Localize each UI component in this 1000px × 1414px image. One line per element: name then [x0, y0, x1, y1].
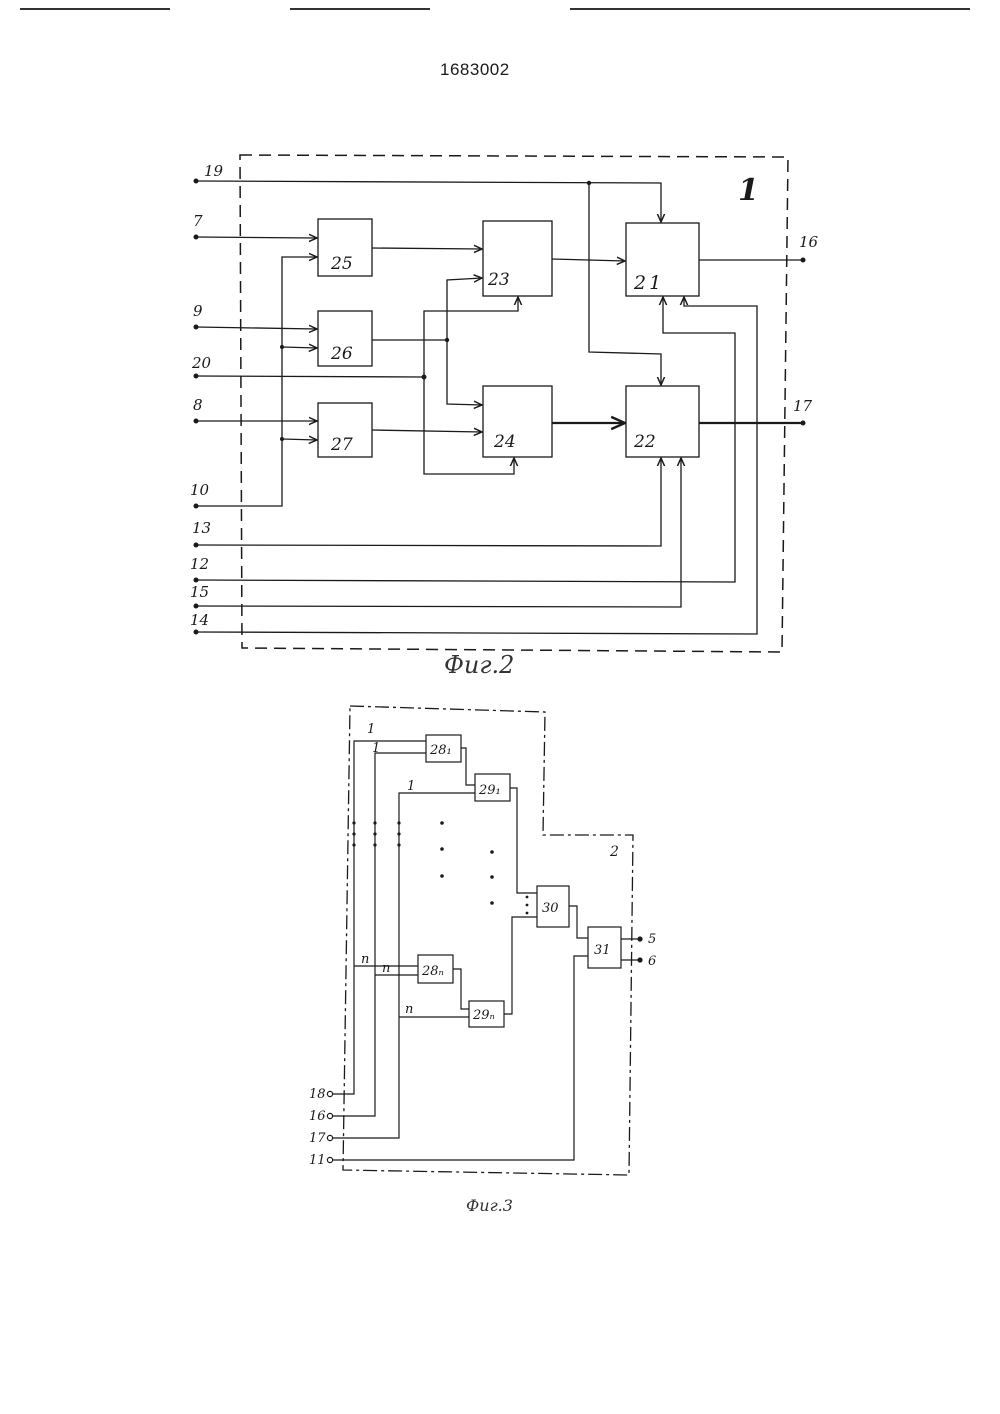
input-19-label: 19: [204, 162, 224, 180]
fig3-unit-label: 2: [609, 844, 619, 860]
line-label-1a: 1: [367, 722, 375, 737]
block-28-n-label: 28ₙ: [421, 964, 444, 979]
block-29-1-label: 29₁: [478, 783, 501, 798]
block-23-label: 23: [487, 270, 510, 290]
input-9-label: 9: [193, 302, 203, 320]
block-27-label: 27: [330, 435, 353, 455]
input-8-label: 8: [193, 396, 203, 414]
fig3-output-dots: [637, 936, 642, 962]
line-label-1b: 1: [372, 741, 380, 756]
input-7-label: 7: [193, 212, 203, 230]
fig3-input-18-label: 18: [309, 1087, 326, 1102]
fig3-caption: Фиг.3: [466, 1196, 513, 1215]
block-22-label: 22: [633, 432, 656, 452]
fig3-unit-boundary: [343, 706, 633, 1175]
block-25-label: 25: [330, 254, 353, 274]
fig2-terminals: [194, 179, 806, 635]
block-30-label: 30: [542, 901, 559, 916]
output-17-label: 17: [793, 397, 813, 415]
fig3-diagram: [330, 706, 640, 1175]
input-14-label: 14: [190, 611, 209, 629]
fig3-ellipsis-dots: [352, 821, 528, 914]
input-20-label: 20: [191, 354, 212, 372]
block-21-label: 21: [633, 272, 664, 294]
fig3-input-16-label: 16: [309, 1109, 326, 1124]
input-13-label: 13: [192, 519, 211, 537]
line-label-nb: n: [382, 961, 390, 976]
line-label-na: n: [361, 952, 369, 967]
input-12-label: 12: [190, 555, 209, 573]
fig2-diagram: [194, 155, 806, 652]
line-label-1c: 1: [407, 779, 415, 794]
fig2-caption: Фиг.2: [444, 651, 514, 679]
fig3-input-17-label: 17: [309, 1131, 326, 1146]
output-16-label: 16: [799, 233, 819, 251]
line-label-nc: n: [405, 1002, 413, 1017]
input-15-label: 15: [190, 583, 209, 601]
fig3-terminals: [327, 1091, 332, 1162]
fig3-input-11-label: 11: [309, 1153, 326, 1168]
block-28-1-label: 28₁: [429, 743, 452, 758]
fig2-unit-label: 1: [738, 173, 759, 208]
block-31-label: 31: [594, 943, 611, 958]
fig3-output-6-label: 6: [648, 954, 656, 969]
block-24-label: 24: [493, 432, 516, 452]
block-29-n-label: 29ₙ: [472, 1008, 495, 1023]
block-26-label: 26: [330, 344, 353, 364]
fig3-output-5-label: 5: [648, 932, 656, 947]
input-10-label: 10: [190, 481, 210, 499]
